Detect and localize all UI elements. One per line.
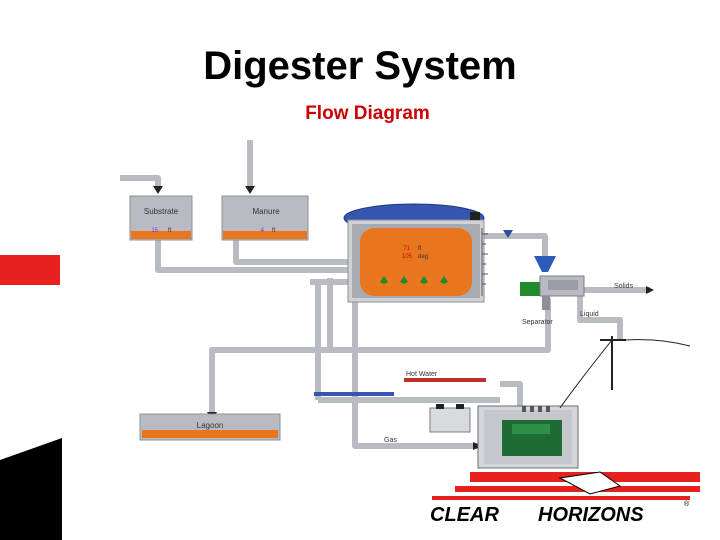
digester-reading-2: 105 xyxy=(402,254,413,260)
separator-label: Separator xyxy=(522,319,553,326)
substrate-feed-pipe xyxy=(155,236,352,273)
logo-text-horizons: HORIZONS xyxy=(538,504,644,526)
page-subtitle: Flow Diagram xyxy=(305,103,430,124)
liquid-pipe xyxy=(577,294,623,340)
manure-feed-pipe xyxy=(233,236,352,265)
page-title: Digester System xyxy=(203,44,517,88)
logo-figure-icon xyxy=(558,471,622,495)
liquid-label: Liquid xyxy=(580,311,599,318)
substrate-level: 15 xyxy=(151,228,158,234)
power-line xyxy=(559,336,691,409)
digester-unit-1: ft xyxy=(418,246,422,252)
gas-label: Gas xyxy=(384,437,397,444)
manure-unit: ft xyxy=(272,228,276,234)
digester-slurry xyxy=(360,228,472,296)
solids-label: Solids xyxy=(614,283,634,290)
hot-water-heater-bar xyxy=(404,378,486,382)
hot-water-label: Hot Water xyxy=(406,371,438,378)
level-scale xyxy=(481,228,488,296)
liquid-return-pipe xyxy=(330,298,551,353)
manure-label: Manure xyxy=(252,207,280,216)
digester-outlet-pipe xyxy=(480,233,548,256)
red-side-tab xyxy=(0,255,60,285)
substrate-inlet-pipe xyxy=(120,175,161,190)
lagoon-feed-pipe xyxy=(209,278,333,414)
lagoon-label: Lagoon xyxy=(197,421,224,430)
black-corner-wedge xyxy=(0,438,62,540)
separator-hopper xyxy=(534,256,556,272)
substrate-label: Substrate xyxy=(144,207,179,216)
clear-horizons-logo: CLEAR HORIZONS ® xyxy=(430,471,700,526)
valve-icon xyxy=(503,230,513,238)
substrate-unit: ft xyxy=(168,228,172,234)
digester-reading-1: 71 xyxy=(403,246,410,252)
manure-arrow-icon xyxy=(245,186,255,194)
manure-tank: Manure 4 ft xyxy=(221,195,309,241)
logo-text-clear: CLEAR xyxy=(430,504,499,526)
lagoon-tank: Lagoon xyxy=(139,413,281,441)
digester-unit-2: deg xyxy=(418,254,428,260)
digester-tank: 71 ft 105 deg xyxy=(343,203,488,303)
manure-level: 4 xyxy=(261,228,265,234)
gas-pipe xyxy=(352,302,480,449)
separator-motor xyxy=(520,282,540,296)
pipes xyxy=(120,140,650,449)
mixer-icons xyxy=(380,276,448,284)
logo-registered-mark: ® xyxy=(684,500,690,508)
substrate-tank: Substrate 15 ft xyxy=(129,195,193,241)
cold-water-bar xyxy=(314,392,394,396)
separator xyxy=(520,256,585,310)
solids-arrow-icon xyxy=(646,286,654,294)
heat-exchanger xyxy=(429,404,471,433)
generator-building xyxy=(477,405,579,469)
substrate-arrow-icon xyxy=(153,186,163,194)
